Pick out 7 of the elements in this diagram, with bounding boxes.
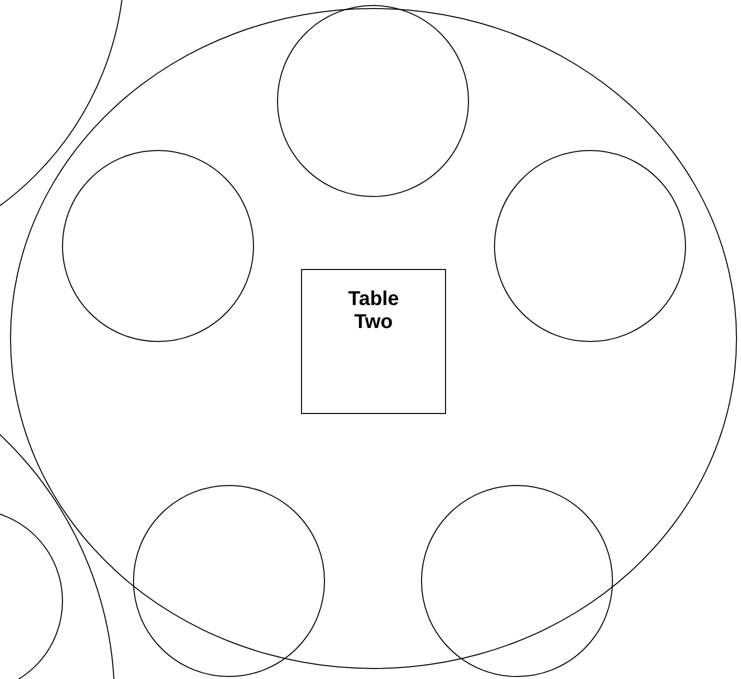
seat-circle (421, 485, 613, 677)
seat-circle (277, 5, 469, 197)
table-label: Table Two (347, 287, 400, 334)
seat-circle (62, 150, 254, 342)
seat-circle (133, 485, 325, 677)
table-square (301, 269, 446, 414)
seat-circle (494, 150, 686, 342)
